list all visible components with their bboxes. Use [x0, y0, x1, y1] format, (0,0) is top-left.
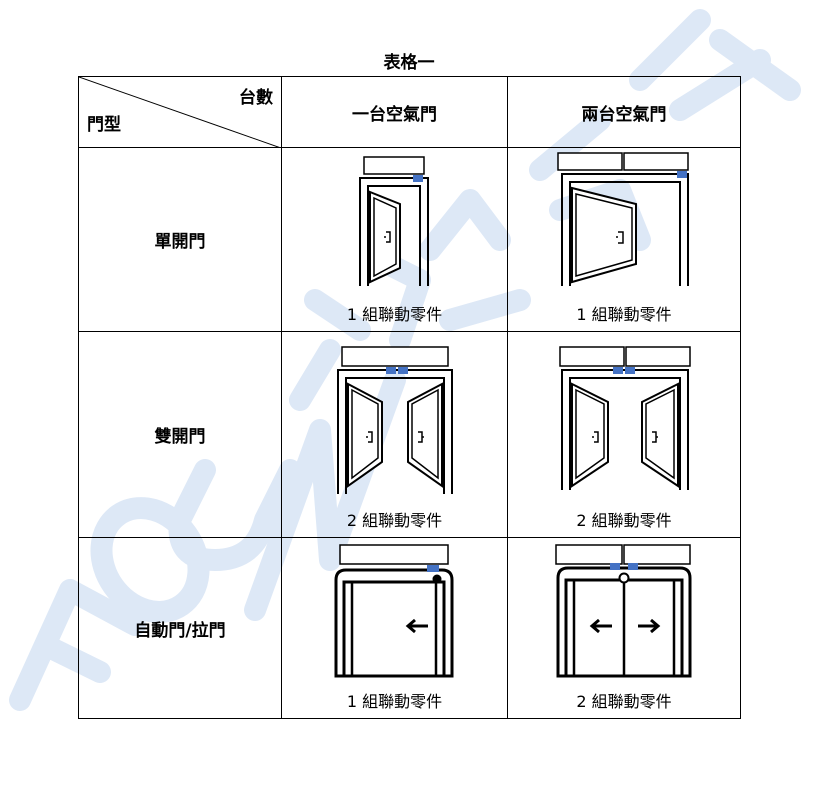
- single-door-two-units-diagram: [557, 152, 689, 286]
- cell-double-one-unit: 2 組聯動零件: [281, 331, 508, 538]
- sliding-door-one-unit-diagram: [334, 544, 454, 678]
- row-label-single-door: 單開門: [78, 147, 282, 332]
- caption: 1 組聯動零件: [576, 305, 672, 324]
- door-type-table: 台數 門型 一台空氣門 兩台空氣門 單開門 1 組聯動零件: [78, 76, 741, 719]
- corner-quantity-label: 台數: [239, 88, 273, 108]
- caption: 2 組聯動零件: [346, 511, 443, 530]
- row-label-sliding-door: 自動門/拉門: [78, 537, 282, 719]
- header-one-unit: 一台空氣門: [281, 76, 508, 148]
- caption: 1 組聯動零件: [346, 305, 443, 324]
- cell-sliding-one-unit: 1 組聯動零件: [281, 537, 508, 719]
- header-row: 台數 門型 一台空氣門 兩台空氣門: [78, 76, 741, 148]
- sliding-door-two-units-diagram: [555, 544, 692, 678]
- corner-door-type-label: 門型: [87, 115, 121, 135]
- cell-single-two-units: 1 組聯動零件: [507, 147, 741, 332]
- diagonal-line: [79, 77, 281, 148]
- double-door-one-unit-diagram: [337, 346, 453, 494]
- caption: 2 組聯動零件: [576, 511, 672, 530]
- cell-single-one-unit: 1 組聯動零件: [281, 147, 508, 332]
- cell-sliding-two-units: 2 組聯動零件: [507, 537, 741, 719]
- row-label-double-door: 雙開門: [78, 331, 282, 538]
- table-row: 單開門 1 組聯動零件: [78, 147, 741, 332]
- cell-double-two-units: 2 組聯動零件: [507, 331, 741, 538]
- double-door-two-units-diagram: [559, 346, 691, 490]
- single-door-one-unit-diagram: [359, 156, 429, 286]
- caption: 1 組聯動零件: [346, 692, 443, 711]
- caption: 2 組聯動零件: [576, 692, 672, 711]
- corner-header-cell: 台數 門型: [78, 76, 282, 148]
- table-row: 自動門/拉門 1 組聯動零件: [78, 537, 741, 719]
- header-two-units: 兩台空氣門: [507, 76, 741, 148]
- table-row: 雙開門 2 組聯動零件: [78, 331, 741, 538]
- table-title: 表格一: [383, 53, 435, 73]
